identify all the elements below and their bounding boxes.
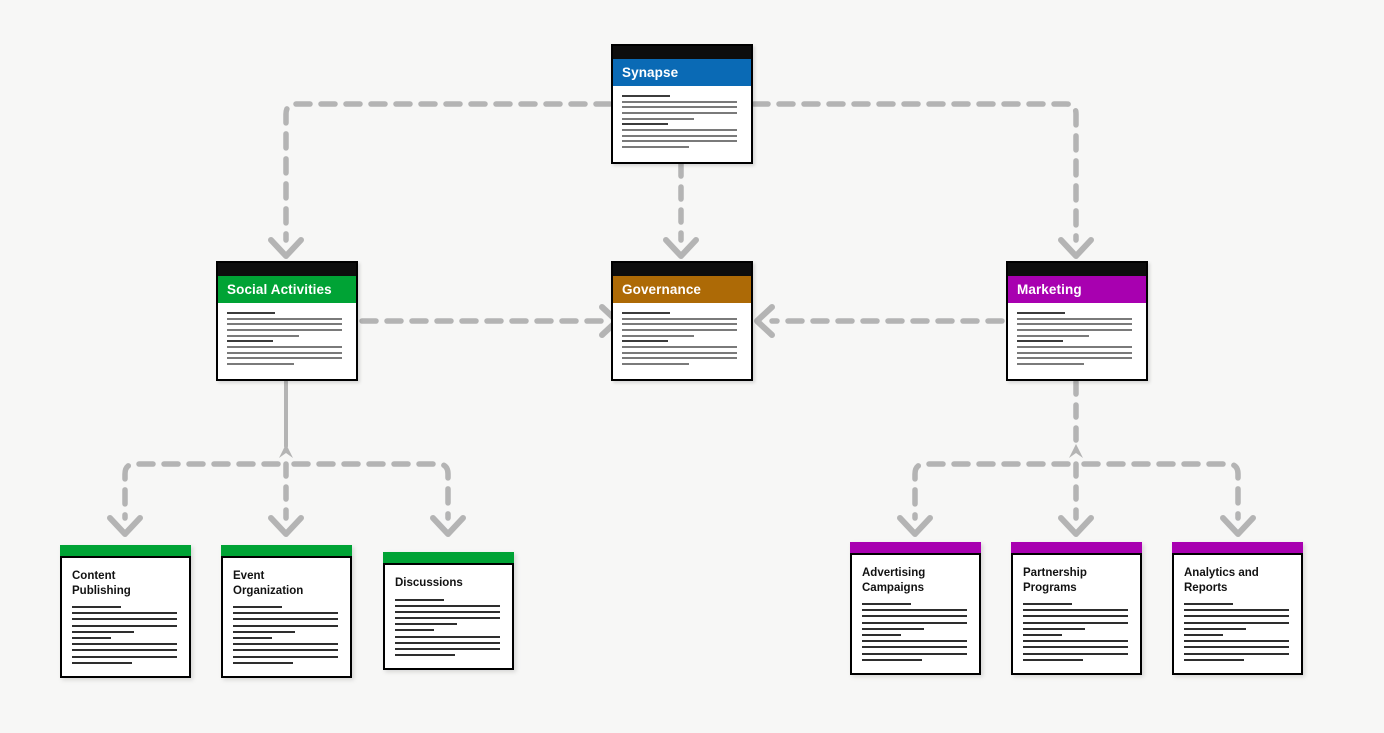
leaf-body: Advertising Campaigns — [850, 553, 981, 675]
placeholder-lines — [1184, 603, 1291, 665]
card-event-organization[interactable]: Event Organization — [221, 545, 352, 678]
arrowhead-social-junction — [279, 444, 293, 458]
card-body — [613, 303, 751, 379]
placeholder-lines — [233, 606, 340, 668]
leaf-title-advertising-campaigns: Advertising Campaigns — [862, 567, 926, 594]
leaf-title-event-organization: Event Organization — [233, 570, 304, 597]
edge-social-bus-right — [291, 461, 451, 521]
leaf-top-bar — [60, 545, 191, 556]
card-top-strip — [613, 263, 751, 276]
card-title-synapse: Synapse — [613, 59, 751, 86]
arrowhead-to-social — [268, 237, 304, 259]
arrowhead-advertising-campaigns — [897, 515, 933, 537]
edge-marketing-bus-right — [1081, 461, 1241, 521]
leaf-top-bar — [221, 545, 352, 556]
card-body — [613, 86, 751, 162]
leaf-title-partnership-programs: Partnership Programs — [1023, 567, 1087, 594]
card-title-social-activities: Social Activities — [218, 276, 356, 303]
leaf-body: Discussions — [383, 563, 514, 671]
card-discussions[interactable]: Discussions — [383, 552, 514, 671]
edge-root-to-social — [283, 101, 613, 243]
arrowhead-analytics-and-reports — [1220, 515, 1256, 537]
card-top-strip — [1008, 263, 1146, 276]
arrowhead-event-organization — [268, 515, 304, 537]
leaf-body: Event Organization — [221, 556, 352, 678]
arrowhead-to-marketing — [1058, 237, 1094, 259]
card-governance[interactable]: Governance — [611, 261, 753, 381]
card-title-governance: Governance — [613, 276, 751, 303]
leaf-top-bar — [383, 552, 514, 563]
leaf-body: Partnership Programs — [1011, 553, 1142, 675]
card-partnership-programs[interactable]: Partnership Programs — [1011, 542, 1142, 675]
card-synapse[interactable]: Synapse — [611, 44, 753, 164]
placeholder-lines — [1017, 312, 1137, 368]
card-body — [1008, 303, 1146, 379]
leaf-body: Analytics and Reports — [1172, 553, 1303, 675]
edge-social-bus-left — [122, 461, 281, 521]
leaf-top-bar — [1011, 542, 1142, 553]
card-advertising-campaigns[interactable]: Advertising Campaigns — [850, 542, 981, 675]
leaf-body: Content Publishing — [60, 556, 191, 678]
placeholder-lines — [622, 312, 742, 368]
leaf-title-content-publishing: Content Publishing — [72, 570, 131, 597]
leaf-title-analytics-and-reports: Analytics and Reports — [1184, 567, 1259, 594]
edge-marketing-bus-left — [912, 461, 1071, 521]
placeholder-lines — [622, 95, 742, 151]
placeholder-lines — [862, 603, 969, 665]
arrowhead-discussions — [430, 515, 466, 537]
leaf-title-discussions: Discussions — [395, 577, 463, 589]
card-top-strip — [218, 263, 356, 276]
card-social-activities[interactable]: Social Activities — [216, 261, 358, 381]
arrowhead-partnership-programs — [1058, 515, 1094, 537]
card-analytics-and-reports[interactable]: Analytics and Reports — [1172, 542, 1303, 675]
card-marketing[interactable]: Marketing — [1006, 261, 1148, 381]
placeholder-lines — [227, 312, 347, 368]
card-content-publishing[interactable]: Content Publishing — [60, 545, 191, 678]
arrowhead-marketing-junction — [1069, 444, 1083, 458]
leaf-top-bar — [1172, 542, 1303, 553]
arrowhead-governance-right — [754, 304, 775, 338]
card-top-strip — [613, 46, 751, 59]
card-body — [218, 303, 356, 379]
arrowhead-content-publishing — [107, 515, 143, 537]
card-title-marketing: Marketing — [1008, 276, 1146, 303]
placeholder-lines — [72, 606, 179, 668]
edge-root-to-marketing — [751, 101, 1079, 243]
leaf-top-bar — [850, 542, 981, 553]
placeholder-lines — [395, 598, 502, 661]
arrowhead-to-governance-top — [663, 237, 699, 259]
placeholder-lines — [1023, 603, 1130, 665]
